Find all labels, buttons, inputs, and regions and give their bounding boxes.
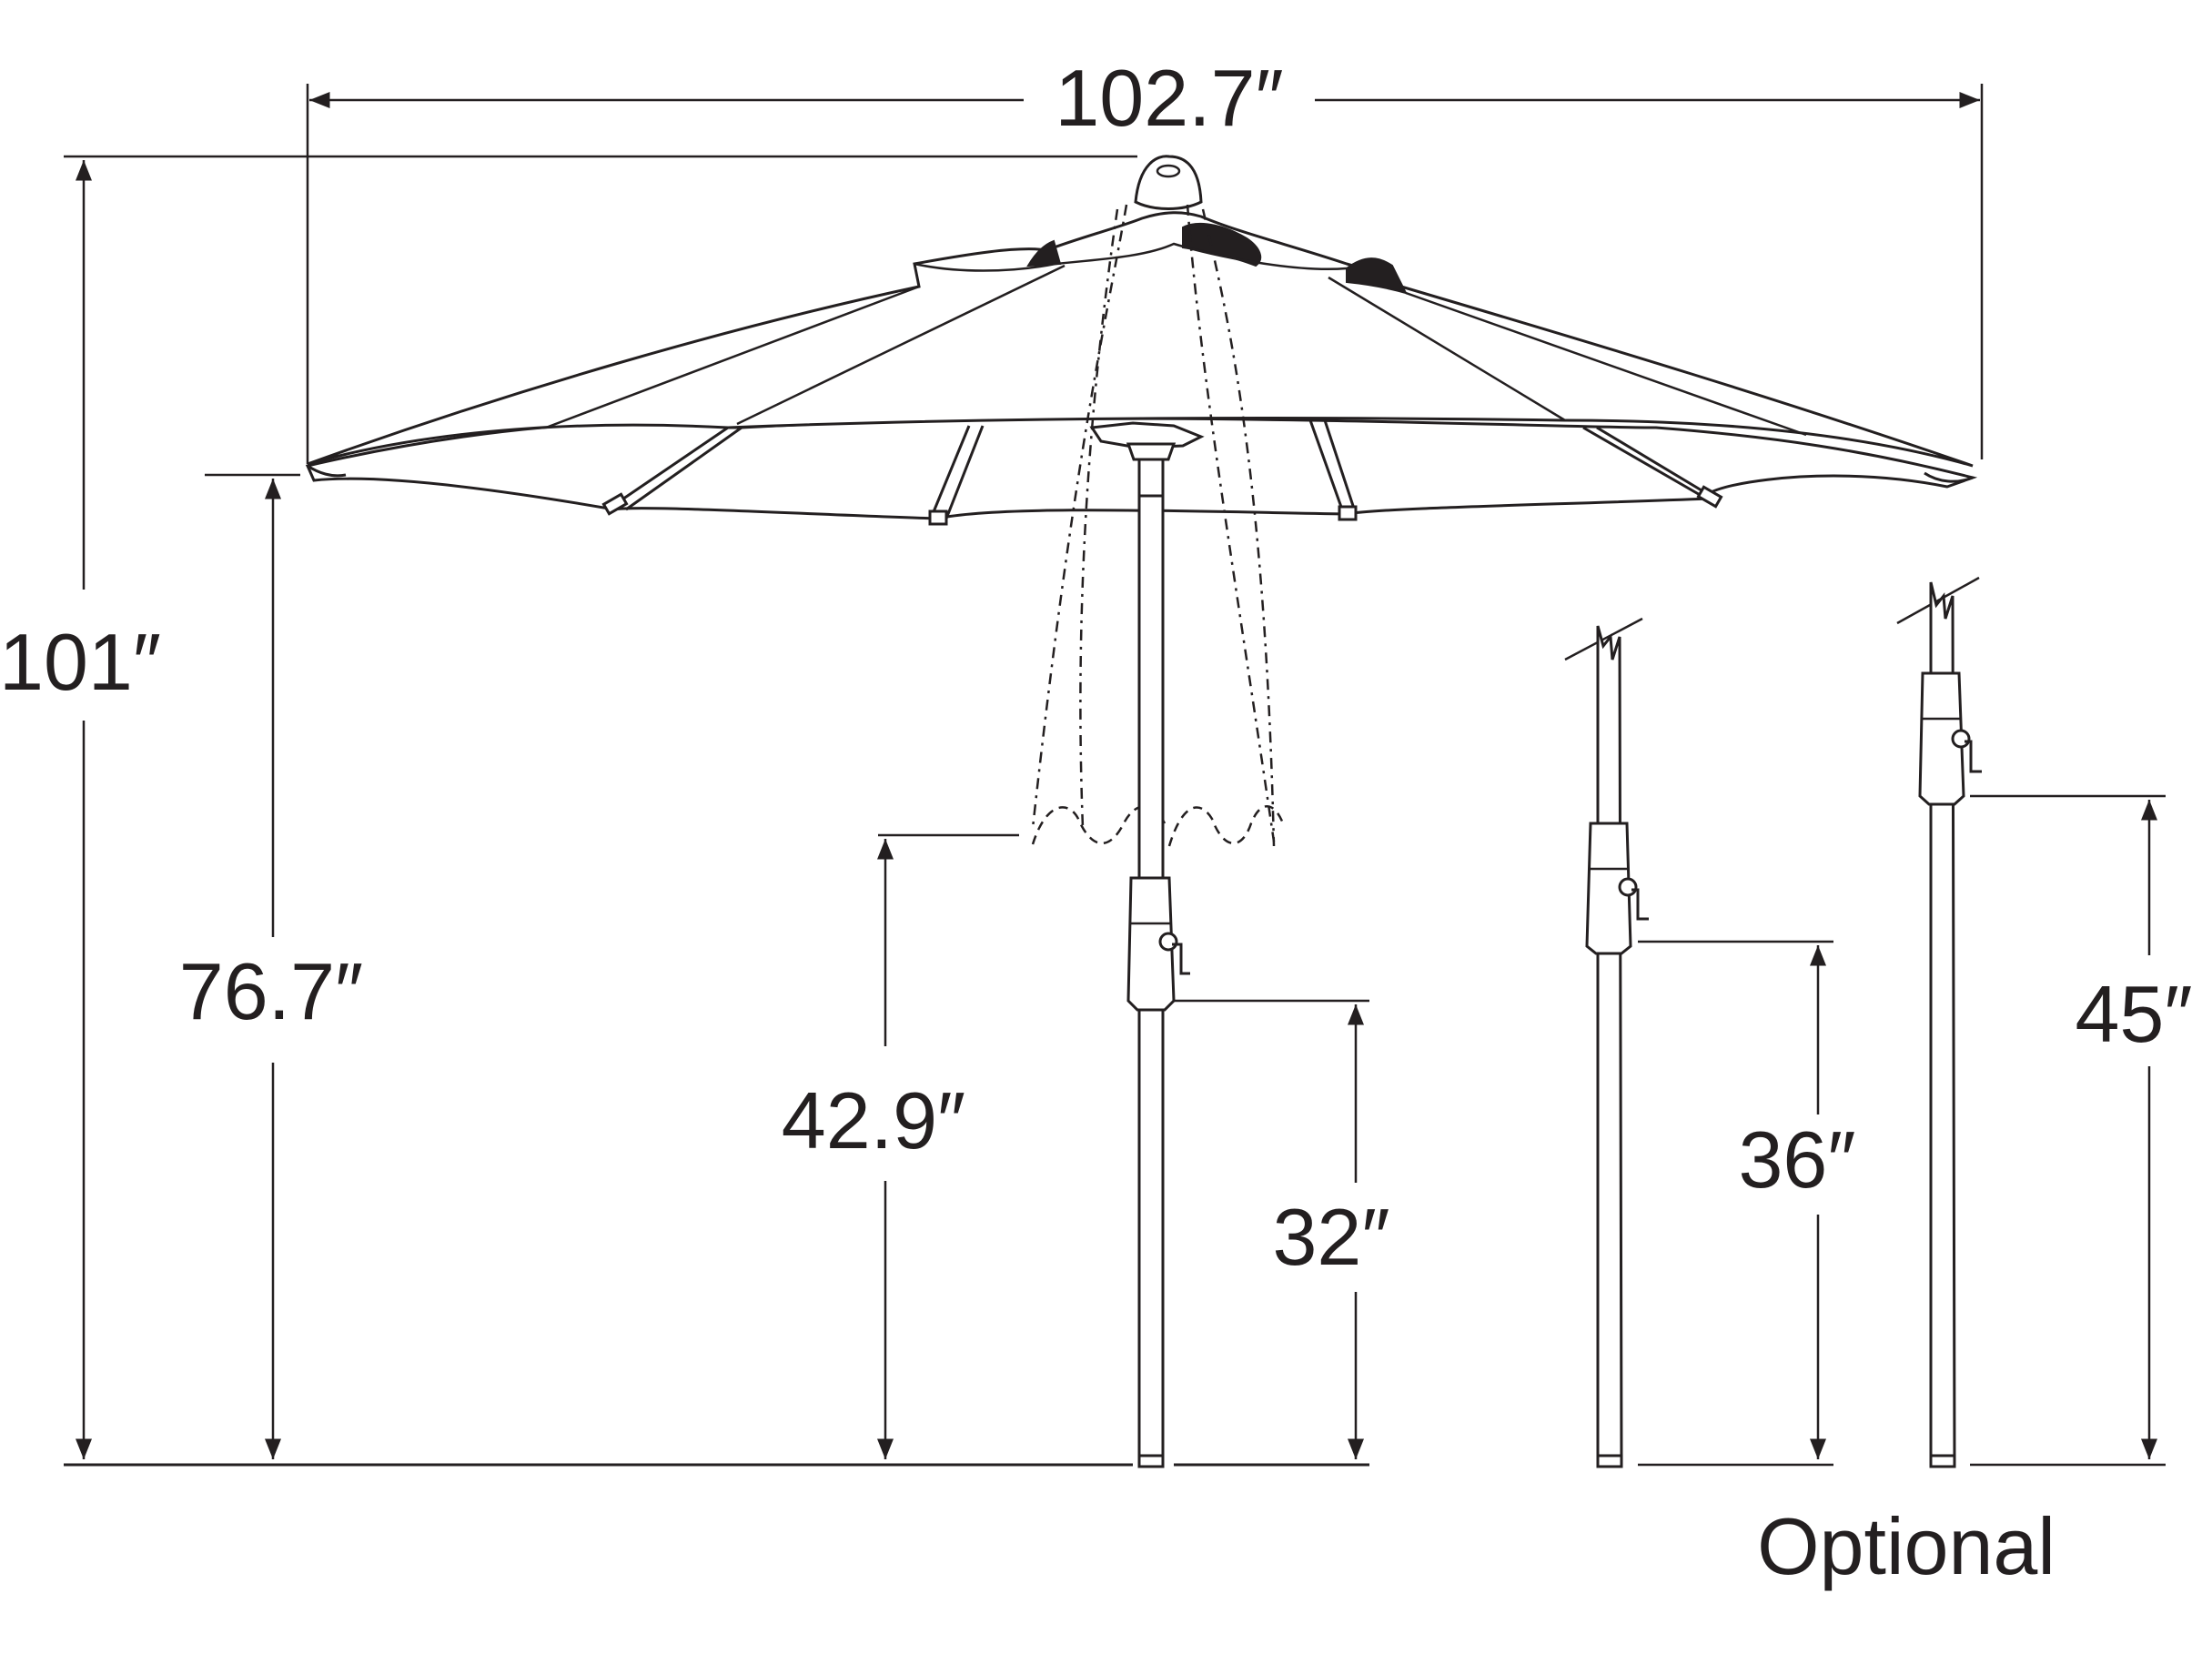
rib-1b	[625, 426, 742, 511]
tilt-line-right-outer	[1201, 208, 1276, 847]
pole-b-crank-label: 45″	[2075, 969, 2192, 1059]
rib-end-2	[928, 509, 948, 526]
tilt-line-right-inner	[1186, 204, 1276, 842]
vent-edge	[914, 242, 1348, 272]
pole-b-foot	[1929, 1454, 1956, 1468]
canopy-tip-left	[307, 464, 347, 478]
main-crank-handle	[1172, 943, 1190, 975]
rib-4b	[1596, 426, 1716, 500]
crank-height-label: 42.9″	[782, 1075, 965, 1165]
clearance-height-dimension: 76.7″	[179, 473, 363, 1459]
canopy-tip-right	[1924, 471, 1974, 483]
rib-2	[931, 425, 971, 515]
finial	[1134, 155, 1203, 210]
rib-3b	[1323, 419, 1358, 515]
canopy-seam-1	[545, 285, 920, 429]
optional-caption: Optional	[1757, 1501, 2055, 1591]
pole-top-sleeve	[1137, 458, 1165, 498]
rib-3	[1308, 419, 1344, 510]
rib-end-1	[601, 492, 629, 516]
optional-pole-b	[1896, 576, 1982, 1468]
main-crank-pivot	[1158, 932, 1178, 952]
rib-end-4	[1696, 485, 1723, 509]
pole-a-break-mark	[1564, 617, 1643, 661]
rib-1	[613, 426, 729, 507]
pole-b-break-mark	[1896, 576, 1980, 625]
tilt-line-left-outer	[1031, 204, 1128, 829]
crank-height-dimension: 42.9″	[782, 833, 1019, 1459]
pole-a-crank-dimension: 36″	[1638, 940, 1856, 1467]
pole-a-crank-handle	[1631, 888, 1649, 921]
rib-hub	[1089, 421, 1205, 449]
rib-2b	[944, 425, 985, 519]
rib-end-3	[1338, 505, 1358, 521]
pole-b-crank-pivot	[1951, 729, 1971, 749]
rib-4	[1582, 426, 1702, 498]
pole-a-crank-pivot	[1618, 877, 1638, 897]
umbrella-ribs	[601, 419, 1723, 526]
pole-a-crank-label: 36″	[1738, 1114, 1855, 1205]
canopy-width-label: 102.7″	[1055, 53, 1283, 143]
canopy-top	[307, 211, 1974, 468]
clearance-height-label: 76.7″	[179, 946, 363, 1036]
pole-a-foot	[1596, 1454, 1623, 1468]
canopy-seam-2	[736, 264, 1066, 426]
vent-flap-right	[1346, 257, 1408, 295]
pole-b-crank-handle	[1965, 740, 1982, 773]
main-pole	[1126, 494, 1190, 1468]
tilt-indicator	[1031, 204, 1285, 847]
tilt-height-label: 32″	[1272, 1192, 1389, 1282]
tilt-height-dimension: 32″	[1174, 999, 1390, 1459]
pole-a-shaft	[1596, 625, 1623, 1467]
pole-collar	[1126, 442, 1177, 461]
optional-pole-a	[1564, 617, 1649, 1468]
tilt-wave-right	[1167, 805, 1285, 847]
pole-b-crank-housing	[1918, 671, 1965, 806]
canopy-seam-4	[1405, 291, 1807, 437]
pole-b-crank-dimension: 45″	[1970, 794, 2193, 1467]
finial-cap	[1156, 164, 1181, 178]
main-crank-housing	[1126, 876, 1176, 1012]
canopy-width-dimension: 102.7″	[306, 53, 1984, 464]
pole-a-crank-housing	[1585, 822, 1632, 955]
overall-height-dimension: 101″	[0, 155, 1137, 1459]
overall-height-label: 101″	[0, 617, 161, 707]
canopy-seam-3	[1328, 276, 1566, 422]
main-pole-foot	[1137, 1454, 1165, 1468]
vent-flap-left	[1026, 239, 1062, 267]
